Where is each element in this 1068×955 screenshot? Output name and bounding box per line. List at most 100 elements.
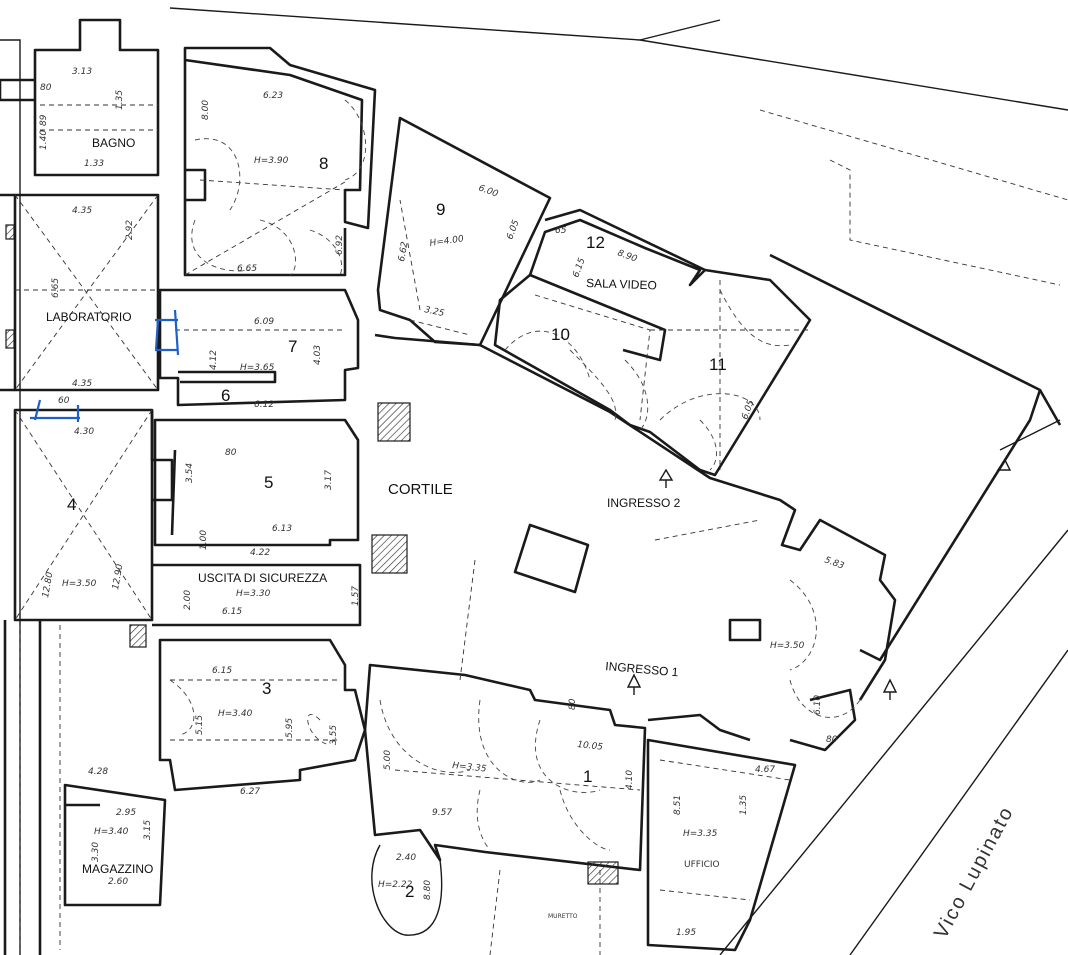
dim-label: 80 (225, 448, 237, 458)
side-entrance-arrow (882, 678, 898, 700)
pillar-1 (377, 402, 411, 442)
dim-label: 5.95 (285, 718, 295, 738)
dim-label: H=3.65 (240, 363, 275, 373)
dim-label: 6.09 (254, 317, 274, 327)
dim-label: 80 (826, 735, 838, 745)
building-walls (0, 18, 1062, 955)
dim-label: 6.15 (571, 257, 587, 280)
dim-label: 4.22 (250, 548, 270, 558)
dim-label: 6.65 (51, 278, 61, 298)
room-1-number: 1 (583, 767, 592, 786)
ingresso-2-label: INGRESSO 2 (607, 496, 681, 510)
street-context (0, 7, 1068, 955)
dim-label: 4.30 (74, 427, 94, 437)
dim-label: 4.35 (72, 206, 92, 216)
pillar-6 (5, 329, 15, 349)
dim-label: 65 (555, 226, 567, 236)
bagno-label: BAGNO (92, 136, 135, 150)
dim-label: 4.12 (209, 350, 219, 370)
dim-label: H=3.30 (236, 589, 271, 599)
room-8-number: 8 (319, 154, 328, 173)
dim-label: 8.00 (201, 100, 211, 120)
room-7-number: 7 (288, 337, 297, 356)
dim-label: 89 (39, 114, 49, 126)
dim-label: 60 (58, 396, 70, 406)
dim-label: 4.67 (755, 765, 775, 775)
dim-label: 6.15 (212, 666, 232, 676)
dim-label: 4.10 (625, 770, 635, 790)
ingresso-1-arrow (626, 673, 642, 695)
entrance-markers (626, 458, 1012, 700)
dim-label: 12.90 (111, 563, 125, 590)
dim-label: 1.35 (739, 795, 749, 815)
dim-label: 8.51 (673, 795, 683, 815)
dim-label: 6.00 (477, 183, 500, 199)
dim-label: 6.15 (222, 607, 242, 617)
dim-label: H=4.00 (429, 234, 465, 249)
room-4-number: 4 (67, 495, 76, 514)
pillar-4 (587, 861, 619, 885)
dim-label: 4.03 (313, 345, 323, 365)
dim-label: 3.13 (72, 67, 92, 77)
dim-label: 10.05 (577, 740, 604, 753)
dim-label: 1.00 (199, 530, 209, 550)
dimension-labels: 3.13 80 1.35 89 1.40 1.33 6.23 8.00 H=3.… (39, 67, 845, 938)
dim-label: 8.90 (616, 248, 639, 264)
dim-label: 80 (568, 698, 578, 710)
dim-label: 3.17 (324, 470, 334, 490)
street-arrow (996, 458, 1012, 471)
interior-dashes (14, 99, 861, 955)
dim-label: H=3.50 (62, 579, 97, 589)
dim-label: 3.30 (91, 842, 101, 862)
dim-label: 2.40 (396, 853, 416, 863)
dim-label: 2.00 (183, 590, 193, 610)
dim-label: 2.60 (108, 877, 128, 887)
dim-label: 5.83 (823, 555, 846, 571)
room-11-number: 11 (709, 355, 727, 374)
dim-label: 1.40 (39, 130, 49, 150)
room-5-number: 5 (264, 473, 273, 492)
pillar-5 (5, 224, 15, 240)
dim-label: H=3.35 (452, 761, 487, 775)
dim-label: 6.23 (263, 91, 283, 101)
ufficio-label: UFFICIO (684, 860, 720, 870)
pillar-2 (371, 534, 408, 574)
room-6-number: 6 (221, 386, 230, 405)
dim-label: 6.65 (237, 264, 257, 274)
dim-label: 3.25 (423, 305, 445, 319)
dim-label: 6.12 (254, 400, 274, 410)
dim-label: 5.00 (383, 750, 393, 770)
dim-label: 3.15 (143, 820, 153, 840)
dim-label: 3.55 (329, 725, 339, 745)
cortile-label: CORTILE (388, 481, 453, 498)
room-10-number: 10 (551, 325, 570, 344)
blue-marks (30, 309, 180, 422)
ingresso-2-arrow (658, 468, 674, 488)
dim-label: H=2.22 (378, 880, 413, 890)
dim-label: 80 (40, 83, 52, 93)
dim-label: 1.57 (351, 586, 361, 606)
dim-label: 1.33 (84, 159, 104, 169)
magazzino-label: MAGAZZINO (82, 862, 153, 876)
dim-label: 6.27 (240, 787, 260, 797)
dim-label: H=3.35 (683, 829, 718, 839)
dim-label: H=3.50 (770, 641, 805, 651)
dim-label: 6.62 (397, 241, 410, 263)
dim-label: 5.15 (195, 715, 205, 735)
dim-label: 12.80 (41, 571, 55, 598)
dim-label: 4.28 (88, 767, 108, 777)
room-9-number: 9 (436, 200, 445, 219)
dim-label: H=3.40 (94, 827, 129, 837)
dim-label: 6.10 (813, 695, 823, 715)
room-12-number: 12 (586, 233, 605, 252)
dim-label: 9.57 (432, 808, 452, 818)
room-names: BAGNO LABORATORIO CORTILE INGRESSO 2 ING… (46, 136, 1018, 942)
ingresso-1-label: INGRESSO 1 (605, 659, 680, 679)
dim-label: H=3.90 (254, 156, 289, 166)
dim-label: 1.95 (676, 928, 696, 938)
dim-label: 6.13 (272, 524, 292, 534)
dim-label: 2.92 (125, 220, 135, 240)
pillars (5, 224, 619, 885)
dim-label: 8.80 (423, 880, 433, 900)
